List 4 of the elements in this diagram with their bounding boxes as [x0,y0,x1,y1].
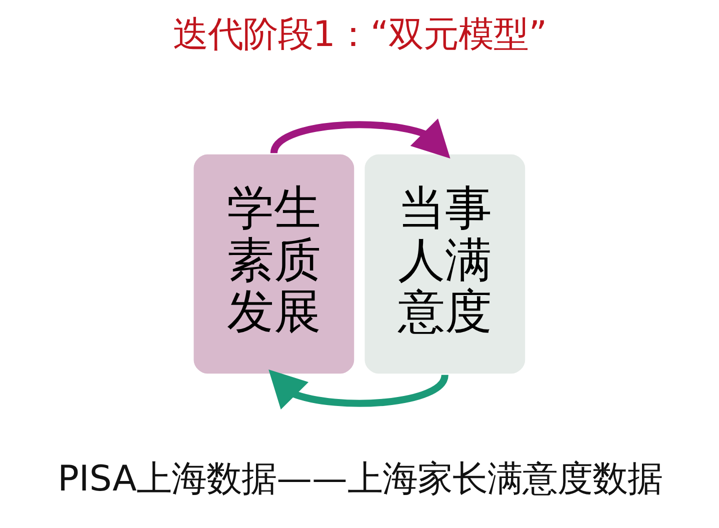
node-box: 学生素质发展 [192,153,355,375]
caption: PISA上海数据——上海家长满意度数据 [57,458,662,500]
diagram-title: 迭代阶段1：“双元模型” [172,14,547,55]
node-box: 当事人满意度 [363,153,526,375]
